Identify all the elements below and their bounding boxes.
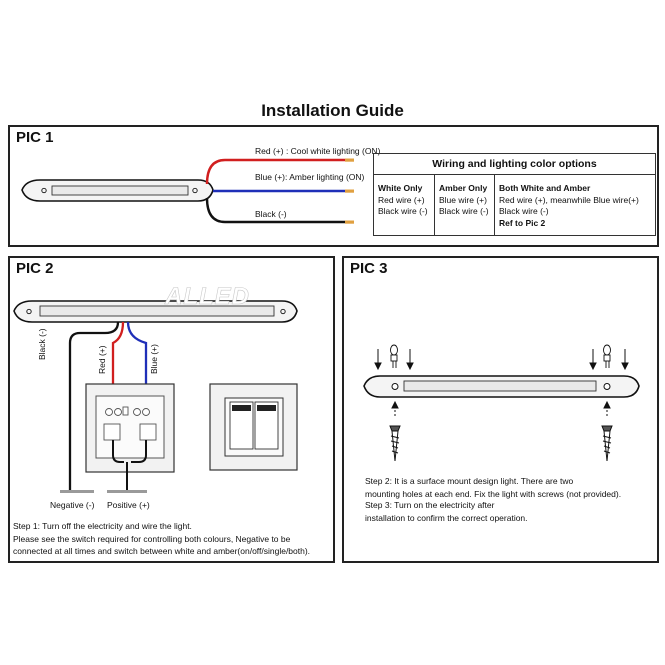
step2-line: mounting holes at each end. Fix the ligh… (365, 488, 622, 499)
step3-text: Step 3: Turn on the electricity after in… (365, 499, 528, 524)
pic2-light-bar (13, 300, 298, 323)
table-column-both: Both White and Amber Red wire (+), meanw… (494, 174, 655, 235)
column-line: Red wire (+) (378, 195, 425, 205)
step2-text: Step 2: It is a surface mount design lig… (365, 475, 621, 500)
column-line: Black wire (-) (439, 206, 489, 217)
column-header: Both White and Amber (499, 183, 591, 193)
step2-line: Step 2: It is a surface mount design lig… (365, 476, 574, 486)
step3-line: Step 3: Turn on the electricity after (365, 500, 495, 510)
column-line: Black wire (-) (499, 206, 549, 217)
pic3-screws (389, 425, 613, 462)
pic3-label: PIC 3 (350, 260, 388, 277)
step1-line: Please see the switch required for contr… (13, 533, 291, 544)
black-wire-label: Black (-) (255, 209, 287, 219)
pic1-light-bar (21, 179, 214, 202)
page-title: Installation Guide (261, 101, 404, 120)
pic1-wires (205, 158, 345, 224)
table-column-amber-only: Amber Only Blue wire (+) Black wire (-) (434, 174, 495, 235)
column-header: Amber Only (439, 183, 488, 193)
red-wire-label: Red (+) : Cool white lighting (ON) (255, 146, 381, 156)
pic3-light-bar (363, 375, 640, 398)
pic2-panel (8, 256, 335, 563)
column-header: White Only (378, 183, 423, 193)
column-note: Ref to Pic 2 (499, 217, 546, 228)
blue-wire-label: Blue (+): Amber lighting (ON) (255, 172, 365, 182)
negative-label: Negative (-) (50, 500, 95, 510)
column-line: Black wire (-) (378, 206, 428, 217)
step1-line: connected at all times and switch betwee… (13, 546, 311, 556)
pic2-red-label: Red (+) (97, 345, 107, 374)
step1-line: Step 1: Turn off the electricity and wir… (13, 521, 192, 531)
pic3-bulbs (390, 344, 611, 368)
pic1-label: PIC 1 (16, 129, 54, 146)
pic2-label: PIC 2 (16, 260, 54, 277)
pic2-wires (68, 321, 148, 490)
wiring-options-table: Wiring and lighting color options White … (373, 153, 656, 236)
pic2-blue-label: Blue (+) (149, 344, 159, 374)
column-line: Blue wire (+) (439, 195, 487, 205)
step3-line: installation to confirm the correct oper… (365, 512, 528, 523)
pic3-panel (342, 256, 659, 563)
pic1-panel (8, 125, 659, 247)
table-column-white-only: White Only Red wire (+) Black wire (-) (374, 174, 434, 235)
pic1-wire-tips (345, 158, 354, 224)
step1-text: Step 1: Turn off the electricity and wir… (13, 520, 310, 558)
pic2-ground-bars (60, 490, 147, 493)
pic2-dual-switch (85, 383, 175, 490)
column-line: Red wire (+), meanwhile Blue wire(+) (499, 195, 639, 205)
watermark-logo: ALLED (165, 283, 250, 311)
pic2-black-label: Black (-) (37, 328, 47, 360)
pic3-arrows (374, 349, 629, 418)
table-heading: Wiring and lighting color options (374, 154, 655, 175)
positive-label: Positive (+) (107, 500, 150, 510)
pic2-rocker-switch (209, 383, 298, 471)
